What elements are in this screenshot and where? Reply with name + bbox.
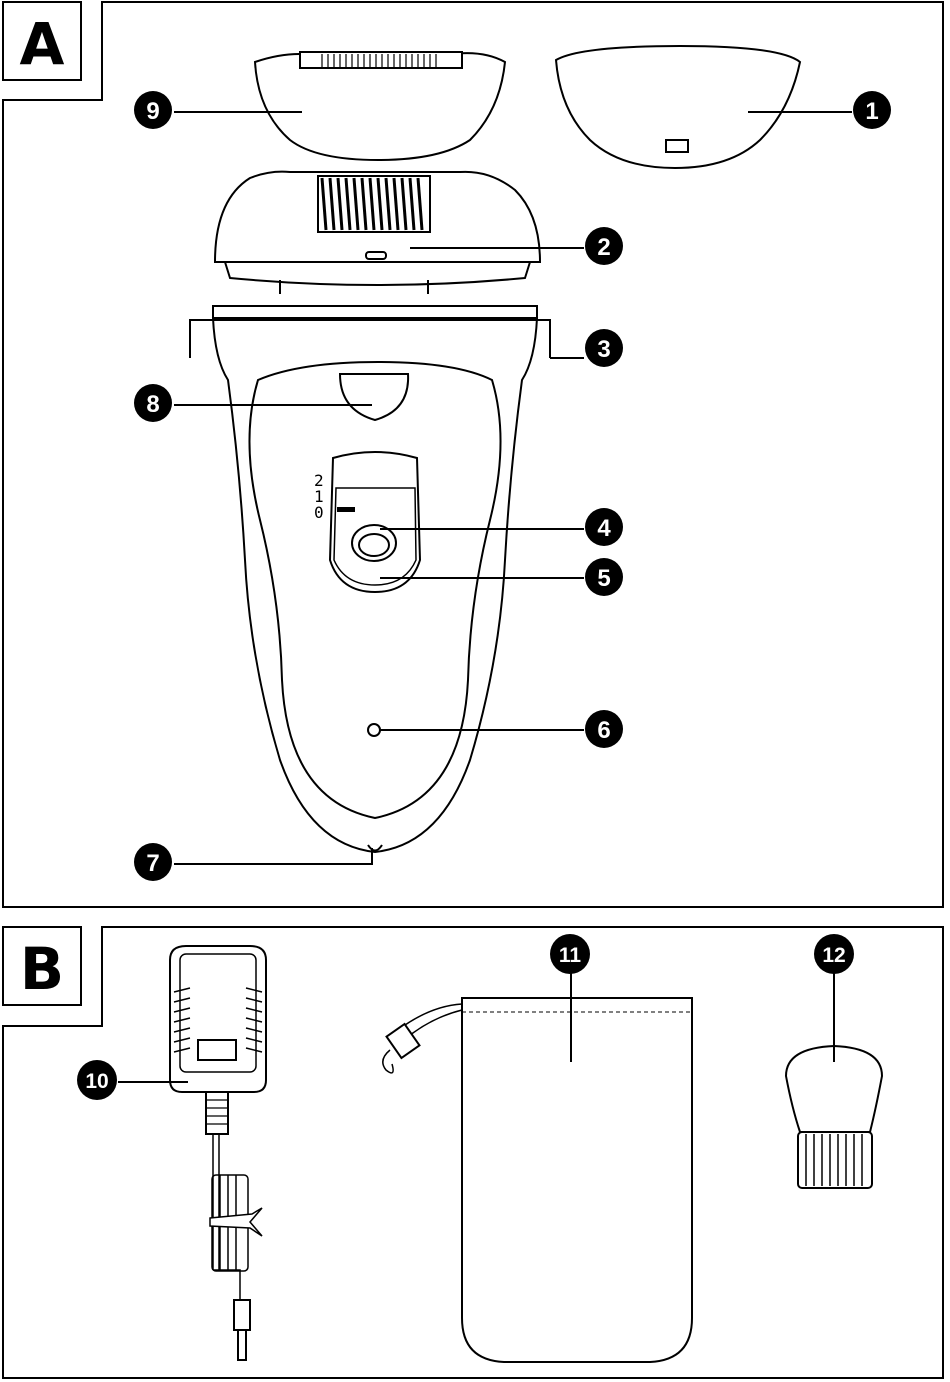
panel-b-label: B [20,935,64,1003]
callout-6: 6 [585,710,623,748]
protective-cap [556,46,800,168]
epilator-head [215,172,540,294]
callout-3: 3 [585,329,623,367]
callout-10: 10 [77,1060,117,1100]
callout-9: 9 [134,91,172,129]
speed-scale-0: 0 [314,503,324,522]
callout-9-label: 9 [146,98,159,125]
callout-5: 5 [585,558,623,596]
callout-12: 12 [814,934,854,974]
callout-2: 2 [585,227,623,265]
callout-1: 1 [853,91,891,129]
comb-attachment [255,52,505,160]
callout-10-label: 10 [85,1070,108,1093]
callout-6-label: 6 [597,717,610,744]
callout-5-label: 5 [597,565,610,592]
callout-4: 4 [585,508,623,546]
callout-11-label: 11 [559,944,582,967]
panel-a-label: A [20,10,65,78]
callout-8: 8 [134,384,172,422]
storage-pouch [383,998,692,1362]
callout-1-label: 1 [865,98,878,125]
callout-7-label: 7 [146,850,159,877]
callout-4-label: 4 [597,515,611,542]
callout-12-label: 12 [822,944,845,967]
callout-3-label: 3 [597,336,610,363]
speed-scale: 2 1 0 [314,471,324,522]
callout-8-label: 8 [146,391,159,418]
power-adapter [170,946,266,1360]
callout-7: 7 [134,843,172,881]
callout-11: 11 [550,934,590,974]
cleaning-brush [786,1046,882,1188]
callout-2-label: 2 [597,234,610,261]
